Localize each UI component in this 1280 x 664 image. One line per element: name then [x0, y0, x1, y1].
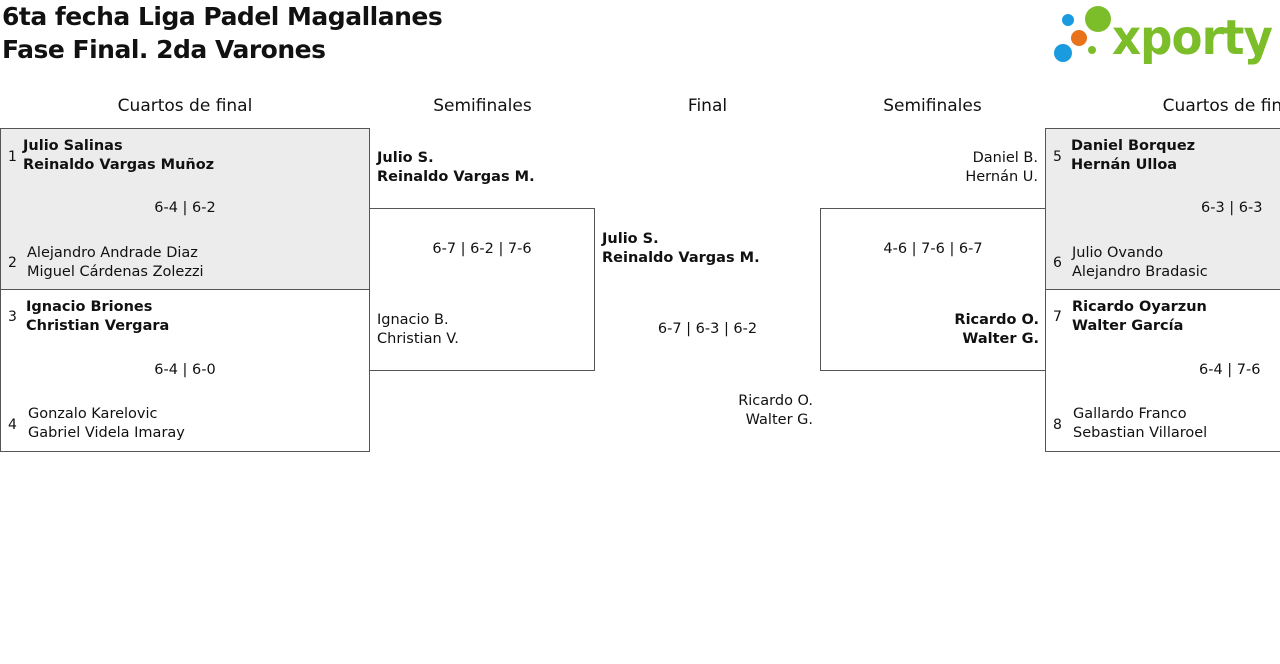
- player-name: Alejandro Andrade Diaz: [27, 245, 198, 261]
- match-box-right-qf2: 7 Ricardo Oyarzun Walter García 6-4 | 7-…: [1045, 289, 1280, 452]
- round-label-left-semis: Semifinales: [433, 96, 532, 116]
- seed-number: 5: [1053, 149, 1062, 165]
- player-name: Reinaldo Vargas Muñoz: [23, 157, 215, 173]
- logo-dot-orange: [1071, 30, 1087, 46]
- player-name: Walter G.: [745, 412, 813, 428]
- team-loser: Gonzalo Karelovic Gabriel Videla Imaray: [28, 405, 185, 443]
- logo-dot-blue-large: [1054, 44, 1072, 62]
- team-loser: Julio Ovando Alejandro Bradasic: [1072, 244, 1208, 282]
- player-name: Julio S.: [377, 150, 434, 166]
- seed-number: 8: [1053, 417, 1062, 433]
- team-loser: Gallardo Franco Sebastian Villaroel: [1073, 405, 1207, 443]
- player-name: Gabriel Videla Imaray: [28, 425, 185, 441]
- player-name: Ignacio B.: [377, 312, 449, 328]
- logo-text: xporty: [1112, 10, 1273, 66]
- team-loser-final: Ricardo O. Walter G.: [738, 392, 813, 430]
- player-name: Ricardo O.: [954, 312, 1039, 328]
- team-winner-left-semi: Julio S. Reinaldo Vargas M.: [377, 149, 535, 187]
- player-name: Julio Salinas: [23, 138, 123, 154]
- player-name: Miguel Cárdenas Zolezzi: [27, 264, 204, 280]
- player-name: Ricardo Oyarzun: [1072, 299, 1207, 315]
- seed-number: 1: [8, 149, 17, 165]
- team-winner: Ignacio Briones Christian Vergara: [26, 298, 169, 336]
- player-name: Reinaldo Vargas M.: [377, 169, 535, 185]
- logo-dot-green-small: [1088, 46, 1096, 54]
- match-score: 6-3 | 6-3: [1201, 200, 1263, 216]
- player-name: Daniel Borquez: [1071, 138, 1196, 154]
- team-loser-right-semi: Daniel B. Hernán U.: [965, 149, 1038, 187]
- logo-dot-blue-small: [1062, 14, 1074, 26]
- seed-number: 7: [1053, 309, 1062, 325]
- match-box-left-qf1: 1 Julio Salinas Reinaldo Vargas Muñoz 6-…: [0, 128, 370, 290]
- player-name: Walter G.: [962, 331, 1039, 347]
- logo-dot-green-large: [1085, 6, 1111, 32]
- player-name: Alejandro Bradasic: [1072, 264, 1208, 280]
- player-name: Gallardo Franco: [1073, 406, 1187, 422]
- round-label-right-semis: Semifinales: [883, 96, 982, 116]
- seed-number: 4: [8, 417, 17, 433]
- player-name: Daniel B.: [972, 150, 1038, 166]
- round-label-final: Final: [687, 96, 728, 116]
- player-name: Sebastian Villaroel: [1073, 425, 1208, 441]
- xporty-logo: xporty: [1054, 6, 1274, 66]
- match-score: 4-6 | 7-6 | 6-7: [883, 241, 983, 257]
- player-name: Reinaldo Vargas M.: [602, 250, 760, 266]
- round-label-left-quarters: Cuartos de final: [117, 96, 253, 116]
- page-title: 6ta fecha Liga Padel Magallanes: [2, 2, 443, 31]
- player-name: Ignacio Briones: [26, 299, 153, 315]
- final-score: 6-7 | 6-3 | 6-2: [657, 321, 758, 337]
- player-name: Walter García: [1072, 318, 1184, 334]
- match-score: 6-4 | 6-2: [154, 200, 216, 216]
- seed-number: 3: [8, 309, 17, 325]
- match-box-left-qf2: 3 Ignacio Briones Christian Vergara 6-4 …: [0, 289, 370, 452]
- seed-number: 2: [8, 255, 17, 271]
- player-name: Christian Vergara: [26, 318, 170, 334]
- match-box-right-semi: 4-6 | 7-6 | 6-7 Ricardo O. Walter G.: [820, 208, 1046, 371]
- player-name: Gonzalo Karelovic: [28, 406, 158, 422]
- match-box-left-semi: 6-7 | 6-2 | 7-6 Ignacio B. Christian V.: [369, 208, 595, 371]
- player-name: Ricardo O.: [738, 393, 813, 409]
- seed-number: 6: [1053, 255, 1062, 271]
- page-subtitle: Fase Final. 2da Varones: [2, 35, 326, 64]
- player-name: Hernán Ulloa: [1071, 157, 1178, 173]
- player-name: Hernán U.: [965, 169, 1038, 185]
- match-score: 6-7 | 6-2 | 7-6: [432, 241, 532, 257]
- team-loser: Ignacio B. Christian V.: [377, 311, 459, 349]
- player-name: Christian V.: [377, 331, 459, 347]
- team-winner: Ricardo Oyarzun Walter García: [1072, 298, 1207, 336]
- round-label-right-quarters: Cuartos de final: [1162, 96, 1280, 116]
- player-name: Julio Ovando: [1072, 245, 1164, 261]
- team-winner: Julio Salinas Reinaldo Vargas Muñoz: [23, 137, 214, 175]
- match-score: 6-4 | 7-6: [1199, 362, 1261, 378]
- player-name: Julio S.: [602, 231, 659, 247]
- match-box-right-qf1: 5 Daniel Borquez Hernán Ulloa 6-3 | 6-3 …: [1045, 128, 1280, 290]
- team-winner: Ricardo O. Walter G.: [954, 311, 1039, 349]
- team-winner-final: Julio S. Reinaldo Vargas M.: [602, 230, 760, 268]
- team-winner: Daniel Borquez Hernán Ulloa: [1071, 137, 1195, 175]
- match-score: 6-4 | 6-0: [154, 362, 216, 378]
- team-loser: Alejandro Andrade Diaz Miguel Cárdenas Z…: [27, 244, 204, 282]
